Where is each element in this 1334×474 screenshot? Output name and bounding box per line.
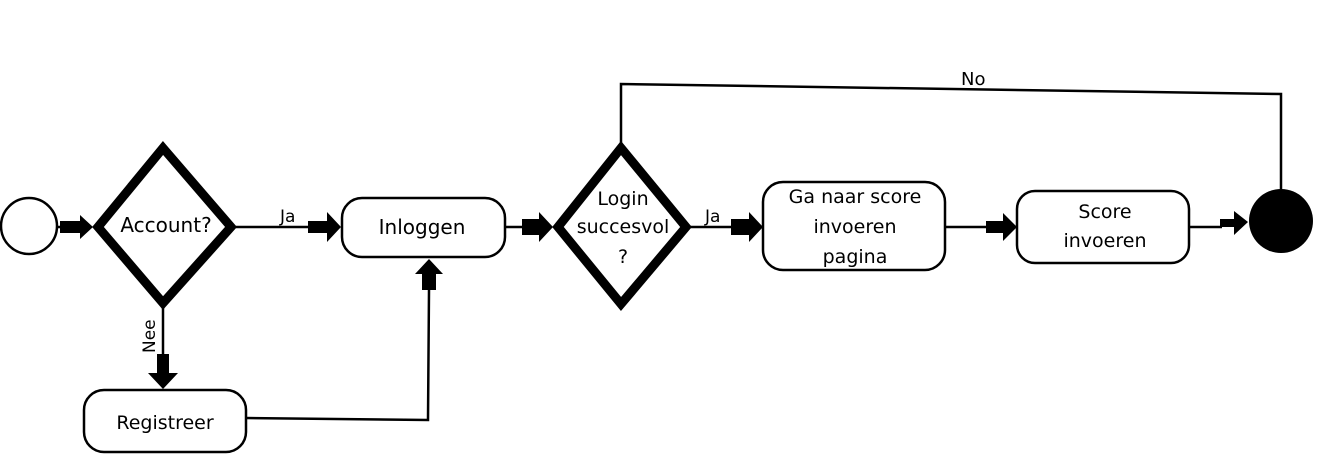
action-score-invoeren [1015,189,1191,265]
edge-label-login-no: No [961,69,985,90]
arrow-head-start [60,215,93,239]
score-label-line1: Score [1078,201,1131,223]
start-node [0,196,59,256]
arrow-head-inloggen [308,212,341,242]
ga-naar-label-line3: pagina [823,246,888,268]
login-label-line3: ? [618,246,628,268]
account-label: Account? [120,213,211,237]
inloggen-label: Inloggen [379,215,466,239]
arrow-head-end [1220,211,1248,235]
login-label-line2: succesvol [577,216,670,238]
registreer-label: Registreer [116,412,213,434]
decision-account [92,141,237,310]
login-label-line1: Login [597,188,648,210]
edge-label-account-ja: Ja [279,207,295,227]
decision-login [552,140,692,312]
arrow-head-login [522,212,553,242]
action-inloggen [340,196,507,259]
arrow-head-registreer [148,354,178,389]
ga-naar-label-line1: Ga naar score [789,186,922,208]
arrow-head-score [986,213,1017,241]
end-node [1249,189,1313,253]
edge-login-no-loop [619,82,1283,190]
edge-label-account-nee: Nee [140,319,160,353]
arrow-head-ga-naar [731,212,763,242]
score-label-line2: invoeren [1063,230,1146,252]
edge-label-login-ja: Ja [704,207,720,227]
ga-naar-label-line2: invoeren [813,216,896,238]
arrow-head-inloggen-up [415,259,443,290]
edge-registreer-to-inloggen [245,289,431,422]
action-ga-naar-score [761,180,947,272]
action-registreer [82,388,248,454]
